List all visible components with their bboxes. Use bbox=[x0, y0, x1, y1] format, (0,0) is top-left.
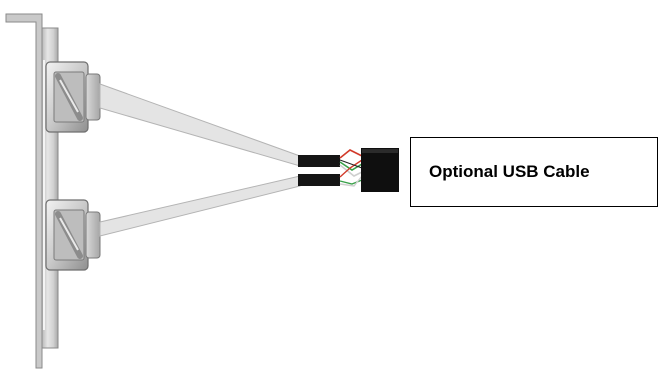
callout-box: Optional USB Cable bbox=[410, 137, 658, 207]
usb-port-top bbox=[45, 61, 101, 133]
callout-label: Optional USB Cable bbox=[429, 162, 590, 181]
cable-sleeves bbox=[298, 155, 340, 186]
usb-cable-top bbox=[99, 83, 301, 167]
cable-wires bbox=[339, 149, 363, 187]
usb-cable-bottom bbox=[99, 175, 301, 237]
usb-port-bottom bbox=[45, 199, 101, 271]
header-connector bbox=[361, 148, 399, 192]
